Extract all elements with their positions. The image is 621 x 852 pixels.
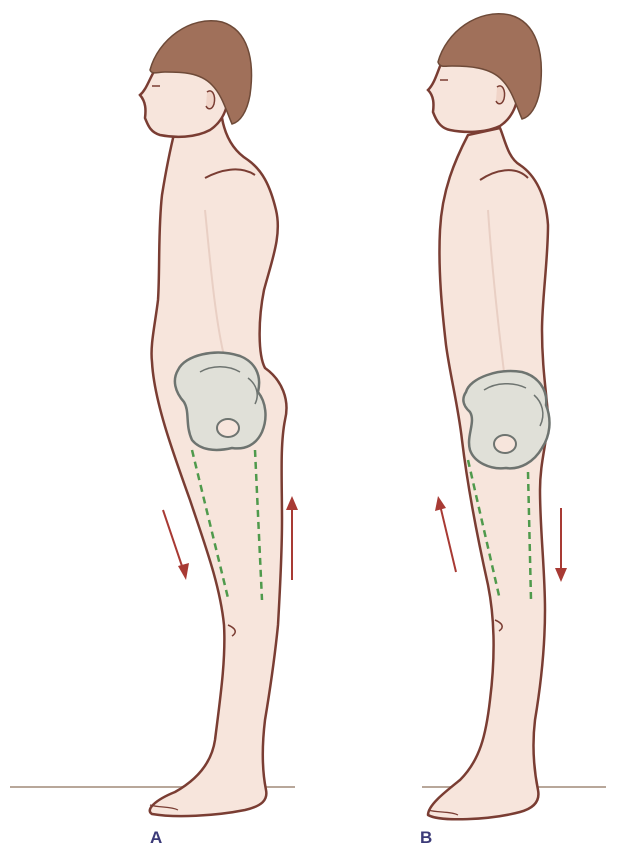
body-b [428, 128, 548, 819]
figure-b [422, 14, 606, 820]
down-arrow-a [163, 510, 189, 580]
ear-a [206, 91, 215, 109]
up-arrow-b [435, 496, 456, 572]
panel-label-a: A [150, 828, 162, 848]
up-arrow-a [286, 496, 298, 580]
ear-b [496, 86, 505, 104]
down-arrow-b [555, 508, 567, 582]
figure-a [10, 21, 298, 816]
obturator-foramen-a [217, 419, 239, 437]
pelvis-b [463, 371, 549, 468]
obturator-foramen-b [494, 435, 516, 453]
panel-label-b: B [420, 828, 432, 848]
body-a [150, 118, 287, 816]
